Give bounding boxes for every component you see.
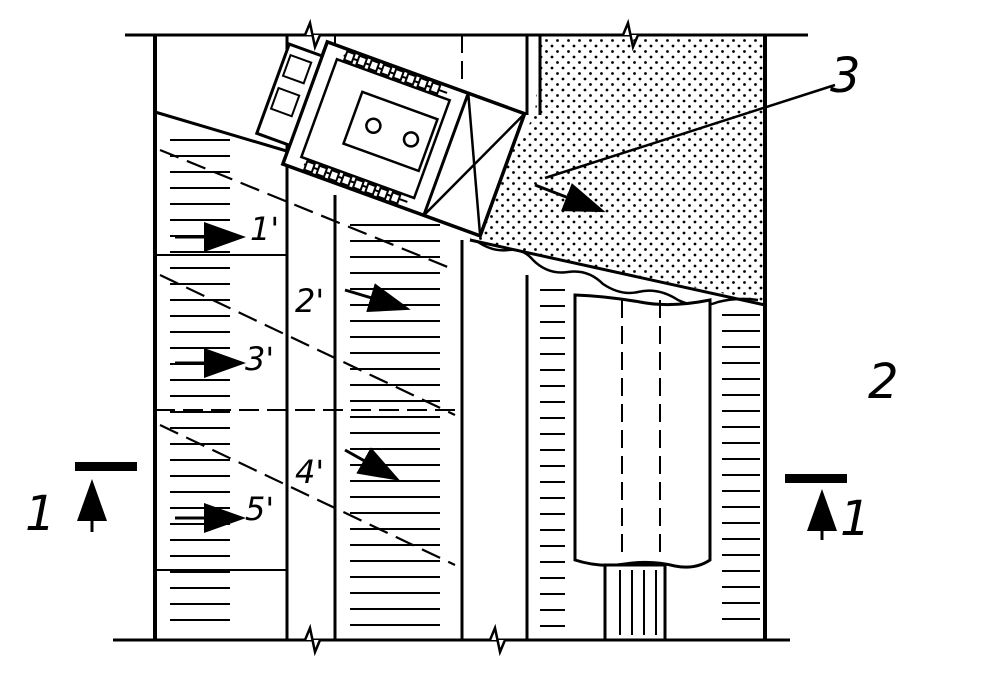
machine-tread bbox=[315, 164, 329, 179]
machine-tread bbox=[327, 168, 341, 183]
machine-tread bbox=[388, 191, 402, 205]
machine-tread bbox=[391, 67, 405, 82]
flow-label-1: 1' bbox=[250, 210, 279, 248]
machine-tread bbox=[376, 186, 390, 201]
strata-hatching bbox=[170, 139, 760, 627]
machine-tread bbox=[339, 173, 353, 188]
arrow-right-icon bbox=[344, 283, 411, 313]
broken-rock-region bbox=[470, 35, 765, 305]
flow-label-3: 3' bbox=[245, 340, 274, 378]
flow-label-2: 2' bbox=[295, 282, 324, 320]
section-label-right: 1 bbox=[840, 491, 871, 547]
labels: 1' 2' 3' 4' 5' 3 2 1 1 bbox=[25, 48, 899, 547]
raise-shaft bbox=[573, 293, 712, 642]
machine-tread bbox=[379, 63, 393, 78]
machine-tread bbox=[428, 81, 442, 95]
machine-tread bbox=[302, 159, 317, 174]
section-cut-marker-icon bbox=[75, 462, 137, 532]
callout-label-3: 3 bbox=[830, 48, 861, 104]
mining-machine bbox=[254, 39, 527, 239]
machine-tread bbox=[355, 54, 369, 69]
flow-label-5: 5' bbox=[245, 490, 274, 528]
machine-tread bbox=[363, 182, 378, 196]
machine-tread bbox=[342, 50, 357, 64]
arrow-right-icon bbox=[344, 447, 401, 481]
machine-tread bbox=[403, 72, 418, 87]
machine-tread bbox=[351, 177, 365, 192]
section-label-left: 1 bbox=[25, 486, 56, 542]
machine-tread bbox=[367, 58, 381, 73]
region-label-2: 2 bbox=[868, 354, 899, 410]
section-cut-marker-icon bbox=[785, 474, 847, 540]
cut-lines bbox=[159, 148, 456, 566]
arrow-right-icon bbox=[534, 183, 606, 213]
machine-tread bbox=[416, 76, 430, 91]
flow-arrows bbox=[175, 183, 606, 533]
callout-3-leader bbox=[544, 83, 836, 180]
flow-label-4: 4' bbox=[295, 453, 324, 491]
